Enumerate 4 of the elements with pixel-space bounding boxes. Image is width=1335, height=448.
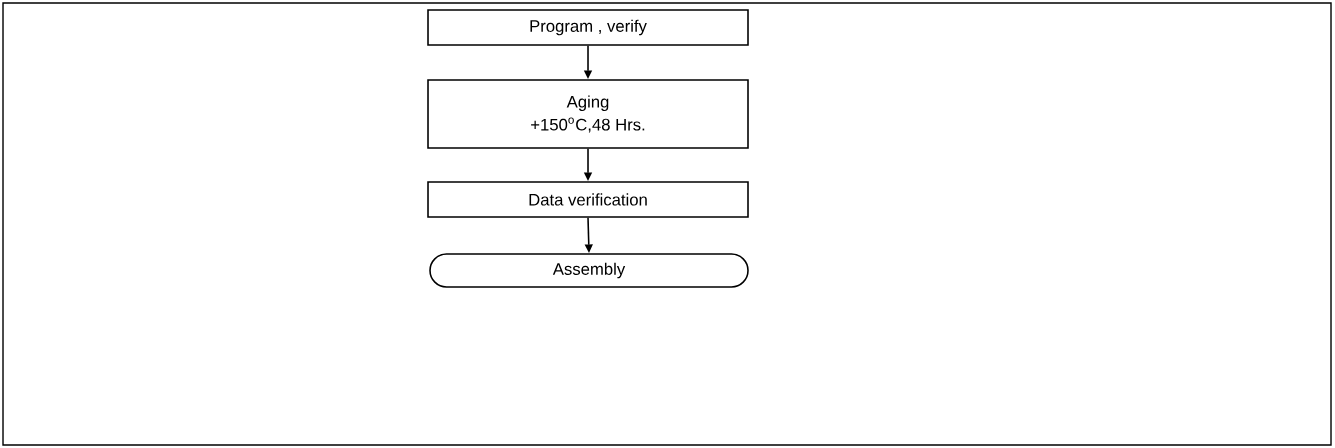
process-box: Program , verify bbox=[427, 9, 749, 46]
terminal-box: Assembly bbox=[429, 253, 749, 288]
process-box: Aging +150$^{o}$C,48 Hrs. bbox=[427, 79, 749, 149]
process-box: Data verification bbox=[427, 181, 749, 218]
